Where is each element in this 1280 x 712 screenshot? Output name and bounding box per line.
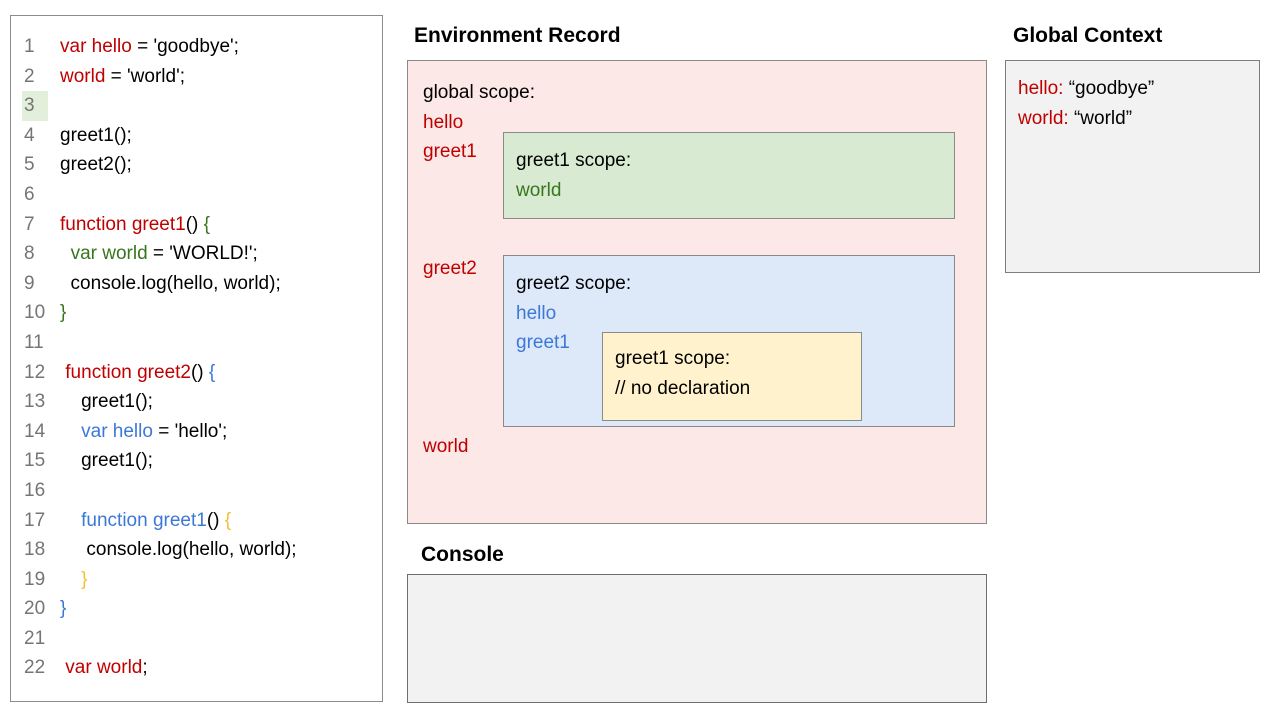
code-line: 9 console.log(hello, world); (22, 269, 376, 299)
code-line: 4 greet1(); (22, 121, 376, 151)
line-number: 1 (24, 36, 35, 57)
code-text: console.log(hello, world); (60, 539, 297, 561)
global-scope-var-greet2: greet2 (423, 258, 477, 279)
line-number: 20 (24, 598, 46, 620)
code-text: } (60, 598, 67, 620)
line-number: 19 (24, 568, 46, 590)
code-text: function greet1() { (60, 213, 210, 235)
code-text: greet2(); (60, 154, 132, 176)
line-number: 17 (24, 509, 46, 531)
inner-greet1-scope-box: greet1 scope: // no declaration (602, 332, 862, 421)
line-number: 18 (24, 539, 46, 561)
code-line: 21 (22, 624, 376, 654)
code-line: 14 var hello = 'hello'; (22, 417, 376, 447)
line-number: 8 (24, 243, 35, 265)
greet1-scope-var-world: world (516, 179, 562, 201)
line-number: 7 (24, 213, 35, 235)
inner-greet1-scope-comment: // no declaration (615, 377, 751, 399)
code-line: 7 function greet1() { (22, 210, 376, 240)
code-text: greet1(); (60, 450, 153, 472)
code-text: greet1(); (60, 391, 153, 413)
code-lines: 1 var hello = 'goodbye'; 2 world = 'world';… (22, 32, 376, 683)
global-scope-var-greet1: greet1 (423, 141, 477, 163)
global-context-entry: world: “world” (1018, 104, 1259, 134)
line-number: 10 (24, 302, 46, 324)
code-text: var world; (65, 657, 148, 679)
greet1-scope-box: greet1 scope: world (503, 132, 955, 219)
line-number: 5 (24, 154, 35, 176)
greet2-scope-heading: greet2 scope: (516, 273, 632, 294)
code-line: 8 var world = 'WORLD!'; (22, 239, 376, 269)
line-number: 13 (24, 391, 46, 413)
code-text: } (81, 568, 88, 590)
line-number-highlighted: 3 (22, 91, 48, 121)
line-number: 9 (24, 272, 35, 294)
line-number: 12 (24, 361, 46, 383)
line-number: 2 (24, 65, 35, 87)
code-text: function greet2() { (65, 361, 216, 383)
line-number: 16 (24, 479, 46, 501)
code-text: var hello = 'goodbye'; (60, 36, 239, 57)
code-text: var world = 'WORLD!'; (70, 243, 258, 265)
console-output (407, 574, 987, 703)
greet2-scope-var-greet1: greet1 (516, 332, 570, 354)
line-number: 22 (24, 657, 46, 679)
code-line: 18 console.log(hello, world); (22, 535, 376, 565)
line-number: 4 (24, 124, 35, 146)
code-text: greet1(); (60, 124, 132, 146)
global-scope-box: global scope: hello greet1 greet2 world … (407, 60, 987, 524)
line-number: 11 (24, 331, 44, 353)
global-context-box: hello: “goodbye” world: “world” (1005, 60, 1260, 273)
greet2-scope-var-hello: hello (516, 302, 557, 324)
console-title: Console (421, 543, 504, 566)
code-line: 16 (22, 476, 376, 506)
code-line: 22 var world; (22, 653, 376, 683)
global-context-entry-value: “world” (1073, 107, 1133, 129)
global-scope-var-hello: hello (423, 111, 464, 133)
line-number: 14 (24, 420, 46, 442)
greet2-scope-box: greet2 scope: hello greet1 greet1 scope:… (503, 255, 955, 427)
global-context-entry-name: world: (1018, 107, 1069, 129)
code-text: world = 'world'; (60, 65, 185, 87)
global-context-entry-name: hello: (1018, 78, 1064, 99)
code-line: 5 greet2(); (22, 150, 376, 180)
code-line: 12 function greet2() { (22, 358, 376, 388)
code-line: 11 (22, 328, 376, 358)
code-editor-panel: 1 var hello = 'goodbye'; 2 world = 'world';… (10, 15, 383, 702)
code-line: 20} (22, 594, 376, 624)
code-line: 1 var hello = 'goodbye'; (22, 32, 376, 62)
line-number: 6 (24, 183, 35, 205)
code-text: function greet1() { (81, 509, 232, 531)
global-scope-var-world: world (423, 436, 469, 457)
global-scope-heading: global scope: (423, 82, 535, 103)
greet1-scope-heading: greet1 scope: (516, 150, 632, 171)
code-line: 2 world = 'world'; (22, 62, 376, 92)
code-line: 17 function greet1() { (22, 506, 376, 536)
global-context-entry-value: “goodbye” (1068, 78, 1155, 99)
code-line: 13 greet1(); (22, 387, 376, 417)
code-text: var hello = 'hello'; (81, 420, 228, 442)
code-text: } (60, 302, 67, 324)
code-line: 6 (22, 180, 376, 210)
global-context-title: Global Context (1013, 24, 1163, 47)
code-line: 3 (22, 91, 376, 121)
line-number: 15 (24, 450, 46, 472)
code-line: 15 greet1(); (22, 446, 376, 476)
line-number: 21 (24, 627, 46, 649)
code-line: 19 } (22, 565, 376, 595)
global-context-entry: hello: “goodbye” (1018, 74, 1259, 104)
code-line: 10} (22, 298, 376, 328)
environment-record-title: Environment Record (414, 24, 621, 47)
code-text: console.log(hello, world); (60, 272, 281, 294)
inner-greet1-scope-heading: greet1 scope: (615, 348, 731, 369)
